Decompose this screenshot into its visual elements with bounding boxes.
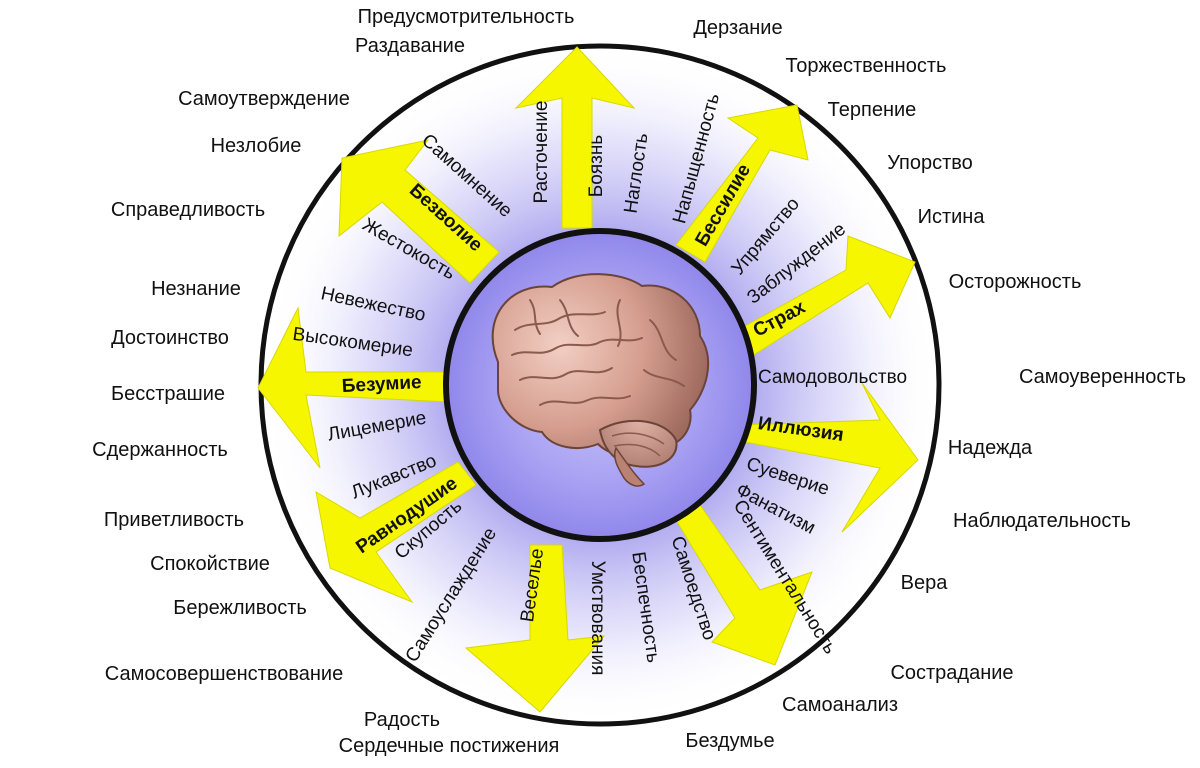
- arrow-lower-left: [315, 461, 477, 604]
- virtue-label: Бережливость: [173, 597, 307, 619]
- outer-virtues: Предусмотрительность Раздавание Дерзание…: [92, 6, 1186, 757]
- virtue-label: Надежда: [948, 437, 1033, 459]
- virtue-label: Предусмотрительность: [358, 6, 575, 28]
- virtue-label: Раздавание: [355, 35, 465, 57]
- arrow-left: [257, 306, 451, 469]
- arrow-upper-right: [675, 104, 809, 263]
- arrow-upper-left: [338, 139, 500, 284]
- virtue-label: Терпение: [828, 99, 917, 121]
- virtue-label: Дерзание: [693, 17, 782, 39]
- vice-label: Боязнь: [586, 135, 607, 198]
- virtue-label: Незлобие: [211, 135, 302, 157]
- virtue-label: Наблюдательность: [953, 510, 1131, 532]
- virtue-label: Спокойствие: [150, 553, 270, 575]
- virtue-label: Самосовершенствование: [105, 663, 343, 685]
- arrows: [257, 46, 919, 713]
- vice-label: Расточение: [531, 101, 552, 204]
- virtue-label: Самоуверенность: [1019, 366, 1186, 388]
- brain-illustration: [491, 273, 709, 487]
- virtue-label: Осторожность: [949, 271, 1082, 293]
- vice-label: Умствования: [587, 561, 608, 676]
- arrow-right-upper: [737, 235, 916, 357]
- virtue-label: Самоутверждение: [178, 88, 350, 110]
- arrow-lower-right: [675, 504, 813, 666]
- virtue-label: Радость: [364, 709, 440, 731]
- virtue-label: Незнание: [151, 278, 241, 300]
- virtue-label: Самоанализ: [782, 694, 898, 716]
- virtue-label: Сердечные постижения: [339, 735, 560, 757]
- arrow-label: Безумие: [341, 372, 422, 397]
- virtue-label: Достоинство: [111, 327, 229, 349]
- vice-label: Самодовольство: [758, 367, 907, 388]
- arrow-right: [739, 382, 919, 533]
- virtue-label: Вера: [901, 572, 949, 594]
- virtue-label: Приветливость: [104, 509, 244, 531]
- arrow-up: [514, 46, 636, 229]
- virtue-label: Справедливость: [111, 199, 265, 221]
- virtue-label: Упорство: [887, 152, 973, 174]
- arrow-down: [464, 544, 606, 713]
- virtue-label: Истина: [918, 206, 986, 228]
- virtue-label: Сострадание: [890, 662, 1013, 684]
- virtue-label: Бездумье: [685, 730, 774, 752]
- virtue-label: Сдержанность: [92, 439, 228, 461]
- virtue-label: Торжественность: [786, 55, 947, 77]
- virtue-label: Бесстрашие: [111, 383, 225, 405]
